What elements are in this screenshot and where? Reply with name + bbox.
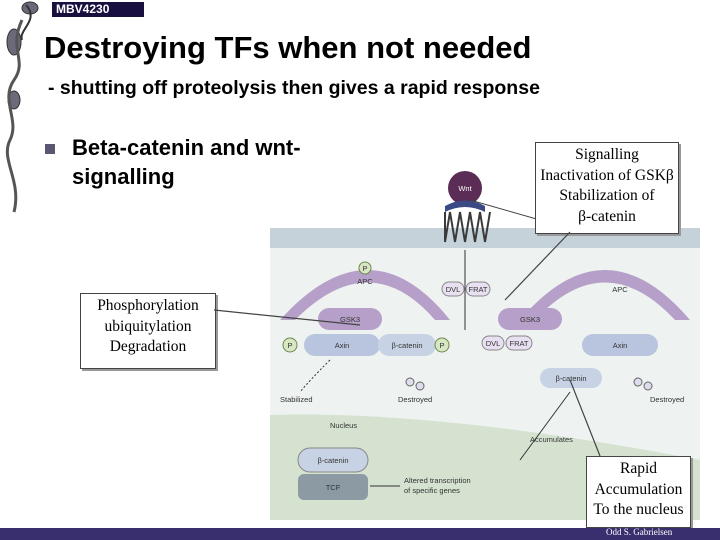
- frat-label-right: FRAT: [509, 339, 528, 348]
- footer-bar: [0, 528, 720, 540]
- dvl-label-right: DVL: [486, 339, 501, 348]
- destroyed-label-left: Destroyed: [398, 395, 432, 404]
- callout-degradation-line2: ubiquitylation: [104, 317, 192, 335]
- destroyed-label-right: Destroyed: [650, 395, 684, 404]
- wnt-ligand: [448, 171, 482, 205]
- apc-label-right: APC: [612, 285, 628, 294]
- callout-accumulation-line3: To the nucleus: [593, 501, 684, 518]
- beta-catenin-left: [378, 334, 436, 356]
- gsk3-label-right: GSK3: [520, 315, 540, 324]
- nucleus-label: Nucleus: [330, 421, 357, 430]
- callout-degradation-line1: Phosphorylation: [97, 297, 199, 314]
- gsk3-label-left: GSK3: [340, 315, 360, 324]
- axin-label-left: Axin: [335, 341, 350, 350]
- frat-label-top: FRAT: [468, 285, 487, 294]
- beta-catenin-label-nuclear: β-catenin: [318, 456, 349, 465]
- bullet-square-icon: [45, 144, 55, 154]
- phospho-label-mid: P: [439, 341, 444, 350]
- frizzled-receptor: [444, 211, 491, 243]
- gsk3-left: [318, 308, 382, 330]
- slide-title: Destroying TFs when not needed: [44, 30, 532, 65]
- callout-signalling: Signalling Inactivation of GSKβ Stabiliz…: [535, 142, 679, 234]
- callout-accumulation-line2: Accumulation: [594, 480, 683, 498]
- specific-genes-label: of specific genes: [404, 486, 460, 495]
- bullet-text: Beta-catenin and wnt-signalling: [72, 135, 301, 189]
- course-code-badge: MBV4230: [52, 2, 144, 17]
- phospho-label-top: P: [362, 264, 367, 273]
- altered-transcription-label: Altered transcription: [404, 476, 471, 485]
- beta-catenin-right: [540, 368, 602, 388]
- axin-label-right: Axin: [613, 341, 628, 350]
- accumulates-label: Accumulates: [530, 435, 573, 444]
- spiral-decoration: [5, 1, 39, 213]
- slide-subtitle: - shutting off proteolysis then gives a …: [48, 77, 540, 99]
- author-credit: Odd S. Gabrielsen: [606, 527, 673, 537]
- axin-right: [582, 334, 658, 356]
- dvl-label-top: DVL: [446, 285, 461, 294]
- callout-degradation-line3: Degradation: [109, 338, 187, 355]
- apc-complex-left: [280, 270, 450, 320]
- beta-catenin-nuclear: [297, 447, 369, 473]
- beta-catenin-label-right: β-catenin: [556, 374, 587, 383]
- callout-signalling-line2: Inactivation of GSKβ: [540, 166, 674, 184]
- callout-accumulation-line1: Rapid: [619, 460, 658, 477]
- stabilized-label-left: Stabilized: [280, 395, 313, 404]
- apc-complex-right: [520, 270, 690, 320]
- wnt-label: Wnt: [458, 184, 472, 193]
- axin-left: [304, 334, 380, 356]
- callout-signalling-line4: β-catenin: [578, 207, 636, 225]
- gsk3-right: [498, 308, 562, 330]
- phospho-label-left: P: [287, 341, 292, 350]
- tcf-label: TCF: [326, 483, 341, 492]
- apc-label-left: APC: [357, 277, 373, 286]
- callout-accumulation: Rapid Accumulation To the nucleus: [586, 456, 691, 528]
- beta-catenin-label-left: β-catenin: [392, 341, 423, 350]
- callout-signalling-line3: Stabilization of: [559, 187, 655, 204]
- callout-signalling-line1: Signalling: [575, 146, 639, 163]
- callout-degradation: Phosphorylation ubiquitylation Degradati…: [80, 293, 216, 369]
- tcf: [298, 474, 368, 500]
